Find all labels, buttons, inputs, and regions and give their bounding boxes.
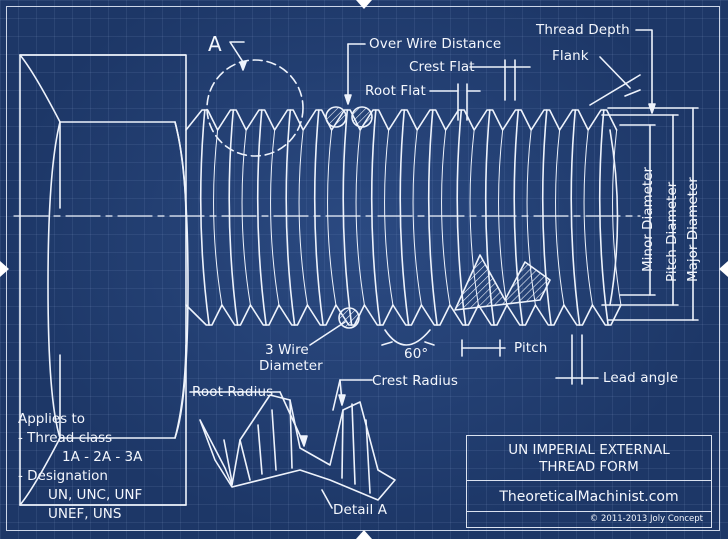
flank-label: Flank (552, 48, 589, 64)
pitch-diameter-label: Pitch Diameter (664, 181, 680, 282)
thread-class-heading: - Thread class (18, 430, 113, 446)
thread-root-line (412, 129, 422, 306)
thread-helix-line (598, 109, 609, 326)
website-label: TheoreticalMachinist.com (467, 480, 711, 512)
thread-depth-label: Thread Depth (536, 22, 630, 38)
thread-helix-line (570, 109, 581, 326)
pitch-label: Pitch (514, 340, 548, 356)
section-hatch (454, 254, 551, 311)
thread-root-line (555, 129, 565, 306)
frame-marker-left (0, 261, 9, 277)
thread-helix-line (285, 109, 296, 326)
wire-top-left (325, 106, 347, 128)
over-wire-distance-label: Over Wire Distance (369, 36, 502, 52)
thread-root-line (327, 129, 337, 306)
thread-root-line (612, 129, 622, 306)
title-block: UN IMPERIAL EXTERNAL THREAD FORM Theoret… (466, 435, 712, 528)
lead-angle-label: Lead angle (603, 370, 679, 386)
designation-line1: UN, UNC, UNF (48, 487, 143, 503)
diameter-dimensions (601, 107, 699, 321)
applies-to-notes: Applies to - Thread class 1A - 2A - 3A -… (18, 410, 142, 524)
sixty-degree-label: 60° (404, 346, 429, 362)
thread-root-line (498, 129, 508, 306)
frame-marker-top (356, 0, 372, 9)
threaded-shank (185, 109, 622, 326)
thread-end (609, 129, 619, 306)
detail-a-label: Detail A (333, 502, 388, 518)
minor-diameter-label: Minor Diameter (640, 166, 656, 272)
copyright-label: © 2011-2013 Joly Concept (589, 514, 703, 524)
designation-line2: UNEF, UNS (48, 506, 122, 522)
thread-helix-line (228, 109, 239, 326)
detail-a-thread (199, 394, 396, 501)
thread-root-line (298, 129, 308, 306)
root-flat-label: Root Flat (365, 83, 426, 99)
thread-helix-line (199, 109, 210, 326)
wire-bottom (338, 307, 360, 329)
three-wire-label-line1: 3 Wire (265, 342, 309, 358)
applies-to-heading: Applies to (18, 411, 86, 427)
crest-radius-label: Crest Radius (372, 373, 459, 389)
three-wire-label-line2: Diameter (259, 358, 323, 374)
root-radius-label: Root Radius (192, 384, 274, 400)
thread-root-line (241, 129, 251, 306)
hex-head (19, 54, 189, 506)
title-line1: UN IMPERIAL EXTERNAL (508, 442, 670, 458)
thread-top-profile (185, 109, 618, 131)
thread-helix-line (370, 109, 381, 326)
thread-helix-line (313, 109, 324, 326)
thread-root-line (583, 129, 593, 306)
thread-helix-line (342, 109, 353, 326)
detail-circle (206, 59, 304, 157)
thread-helix-line (399, 109, 410, 326)
wire-top-right (351, 106, 373, 128)
thread-root-line (355, 129, 365, 306)
thread-root-line (270, 129, 280, 306)
frame-marker-right (719, 261, 728, 277)
thread-helix-line (541, 109, 552, 326)
title-block-title: UN IMPERIAL EXTERNAL THREAD FORM (467, 436, 711, 480)
designation-heading: - Designation (18, 468, 108, 484)
thread-helix-line (427, 109, 438, 326)
detail-marker-label: A (208, 32, 222, 56)
title-line2: THREAD FORM (539, 459, 639, 475)
thread-root-line (213, 129, 223, 306)
thread-helix-line (256, 109, 267, 326)
frame-marker-bottom (356, 530, 372, 539)
thread-bottom-profile (185, 304, 622, 326)
major-diameter-label: Major Diameter (685, 177, 701, 282)
thread-root-line (441, 129, 451, 306)
thread-class-values: 1A - 2A - 3A (62, 449, 143, 465)
crest-flat-label: Crest Flat (409, 59, 475, 75)
thread-root-line (384, 129, 394, 306)
